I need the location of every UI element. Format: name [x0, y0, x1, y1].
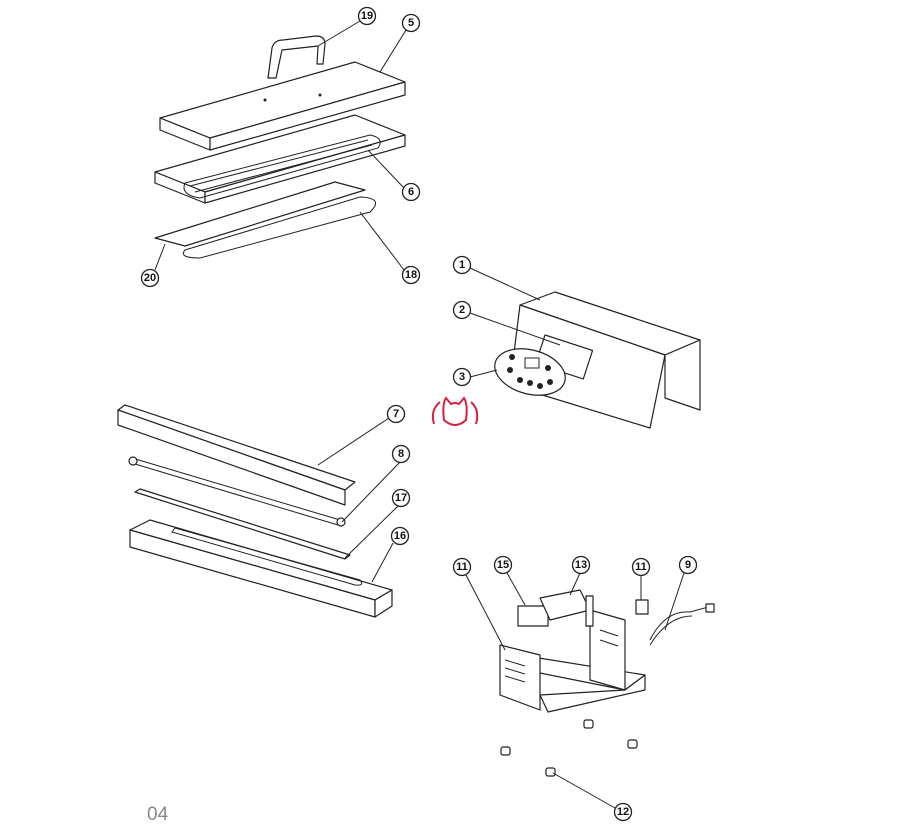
svg-text:13: 13 [575, 559, 587, 571]
control-housing [494, 291, 701, 429]
strip [134, 488, 351, 560]
svg-text:5: 5 [408, 17, 414, 29]
callout-6: 6 [401, 182, 421, 202]
callout-5: 5 [401, 13, 421, 33]
svg-text:8: 8 [398, 448, 404, 460]
svg-text:19: 19 [361, 10, 373, 22]
svg-text:3: 3 [459, 371, 465, 383]
callout-12: 12 [613, 802, 633, 822]
svg-text:18: 18 [405, 269, 417, 281]
cat-logo [431, 396, 479, 426]
svg-text:9: 9 [685, 559, 691, 571]
callout-11-connector: 11 [631, 557, 651, 577]
leader-lines [154, 20, 685, 809]
svg-text:15: 15 [497, 559, 509, 571]
front-cover [117, 404, 356, 506]
callout-16: 16 [390, 526, 410, 546]
callout-18: 18 [401, 265, 421, 285]
svg-text:11: 11 [635, 561, 647, 573]
callout-3: 3 [452, 367, 472, 387]
heating-plate [154, 114, 406, 204]
svg-text:17: 17 [395, 492, 407, 504]
svg-text:1: 1 [459, 259, 465, 271]
heating-element-lower [154, 181, 377, 259]
chassis [499, 609, 646, 713]
transformer [517, 589, 594, 627]
callout-7: 7 [386, 404, 406, 424]
callout-17: 17 [391, 488, 411, 508]
callout-13: 13 [571, 555, 591, 575]
svg-text:16: 16 [394, 530, 406, 542]
power-cord [649, 603, 715, 646]
feet [500, 719, 638, 777]
callout-20: 20 [140, 268, 160, 288]
callout-11-chassis: 11 [452, 557, 472, 577]
callout-19: 19 [357, 6, 377, 26]
svg-text:6: 6 [408, 186, 414, 198]
callout-15: 15 [493, 555, 513, 575]
page-number: 04 [147, 804, 169, 825]
svg-text:2: 2 [459, 304, 465, 316]
svg-text:12: 12 [617, 806, 629, 818]
callout-1: 1 [452, 255, 472, 275]
handle [267, 35, 326, 79]
base-tray [129, 519, 393, 618]
svg-text:20: 20 [144, 272, 156, 284]
rod [128, 456, 346, 527]
svg-text:11: 11 [456, 561, 468, 573]
top-cover [159, 61, 406, 151]
connector [635, 599, 649, 615]
callout-9: 9 [678, 555, 698, 575]
svg-text:7: 7 [393, 408, 399, 420]
callout-2: 2 [452, 300, 472, 320]
callout-8: 8 [391, 444, 411, 464]
